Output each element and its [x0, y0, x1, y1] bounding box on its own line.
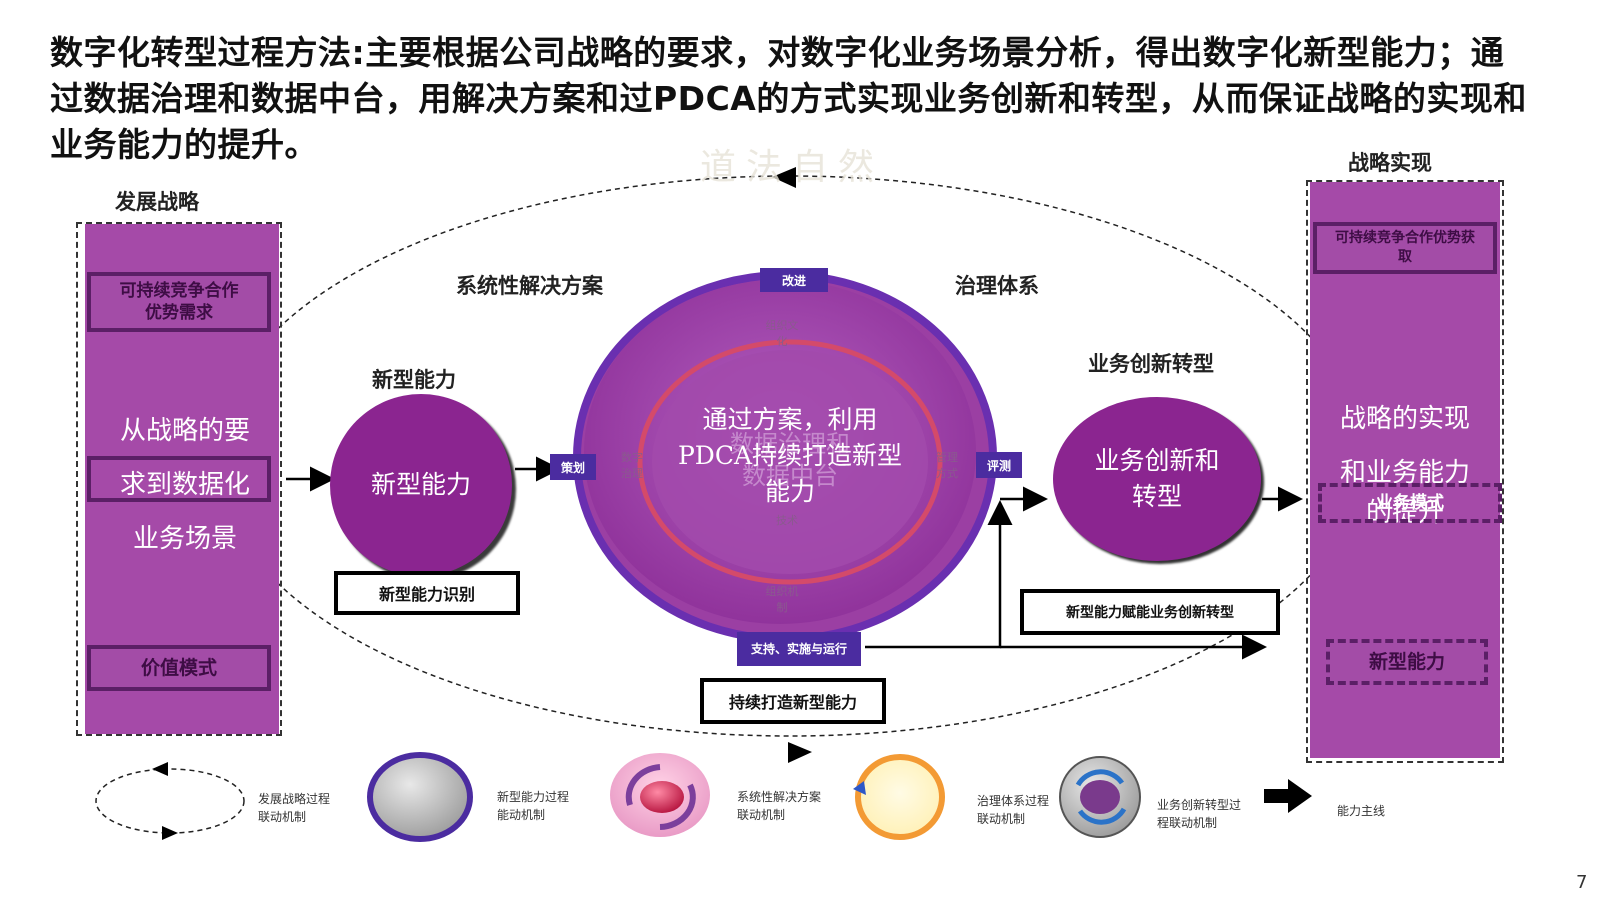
left-box-bottom: 价值模式 [87, 645, 271, 691]
label-solution: 系统性解决方案 [456, 273, 603, 298]
pink-cycle-icon [610, 753, 710, 837]
thick-arrow-icon [1264, 779, 1312, 813]
label-build: 持续打造新型能力 [700, 678, 886, 724]
center-inner-top: 组织文化 [765, 319, 799, 348]
label-governance: 治理体系 [955, 273, 1039, 298]
center-main-text: 通过方案，利用 PDCA持续打造新型 能力 [677, 405, 903, 506]
label-enable: 新型能力赋能业务创新转型 [1020, 589, 1280, 635]
dashed-ellipse-icon [95, 762, 245, 840]
center-red-ring [637, 339, 943, 585]
left-box-top: 可持续竞争合作优势需求 [87, 272, 271, 332]
center-inner-left: 数字治理 [621, 451, 643, 480]
label-identify: 新型能力识别 [334, 571, 520, 615]
center-inner-center: 技术 [776, 514, 798, 527]
center-ghost-text: 数据治理和 数据中台 [730, 430, 850, 490]
center-inner-right: 管理方式 [936, 451, 958, 480]
tag-check: 评测 [976, 452, 1022, 478]
label-business: 业务创新转型 [1088, 351, 1214, 376]
legend-icons [95, 752, 1312, 842]
legend-text-3: 系统性解决方案联动机制 [737, 790, 822, 822]
center-inner-disc [652, 350, 928, 574]
center-inner-bottom: 组织机制 [765, 585, 799, 614]
purple-cycle-icon [1059, 756, 1141, 838]
business-circle: 业务创新和转型 [1053, 397, 1261, 561]
right-box-top: 可持续竞争合作优势获取 [1313, 222, 1497, 274]
legend-text-6: 能力主线 [1337, 804, 1386, 818]
right-column-frame [1306, 180, 1504, 763]
legend-text-5: 业务创新转型过程联动机制 [1157, 798, 1242, 830]
ellipse-arrow-top [772, 167, 796, 188]
legend-text-4: 治理体系过程联动机制 [977, 794, 1050, 826]
left-box-mid [87, 456, 271, 502]
legend-text-1: 发展战略过程联动机制 [258, 792, 331, 824]
tag-improve: 改进 [760, 268, 828, 292]
left-column-frame [76, 222, 282, 736]
right-big-text: 战略的实现 和业务能力 的提升 [1339, 404, 1470, 528]
gray-circle-icon [367, 752, 473, 842]
left-big-text: 从战略的要 求到数据化 业务场景 [119, 416, 250, 554]
tag-plan: 策划 [550, 454, 596, 480]
watermark: 道法自然 [700, 147, 885, 188]
new-capability-circle: 新型能力 [330, 394, 512, 576]
yellow-circle-icon [853, 754, 945, 840]
right-box-mid: 业务模式 [1318, 483, 1502, 523]
legend-text-2: 新型能力过程能动机制 [497, 790, 570, 822]
tag-do: 支持、实施与运行 [737, 632, 861, 666]
right-box-bottom: 新型能力 [1326, 639, 1488, 685]
label-new-capability: 新型能力 [372, 367, 456, 392]
ellipse-arrow-bottom [788, 742, 812, 763]
right-column-title: 战略实现 [1348, 150, 1432, 175]
left-column-title: 发展战略 [115, 189, 199, 214]
page-number: 7 [1576, 872, 1588, 893]
headline: 数字化转型过程方法:主要根据公司战略的要求，对数字化业务场景分析，得出数字化新型… [50, 33, 1527, 164]
